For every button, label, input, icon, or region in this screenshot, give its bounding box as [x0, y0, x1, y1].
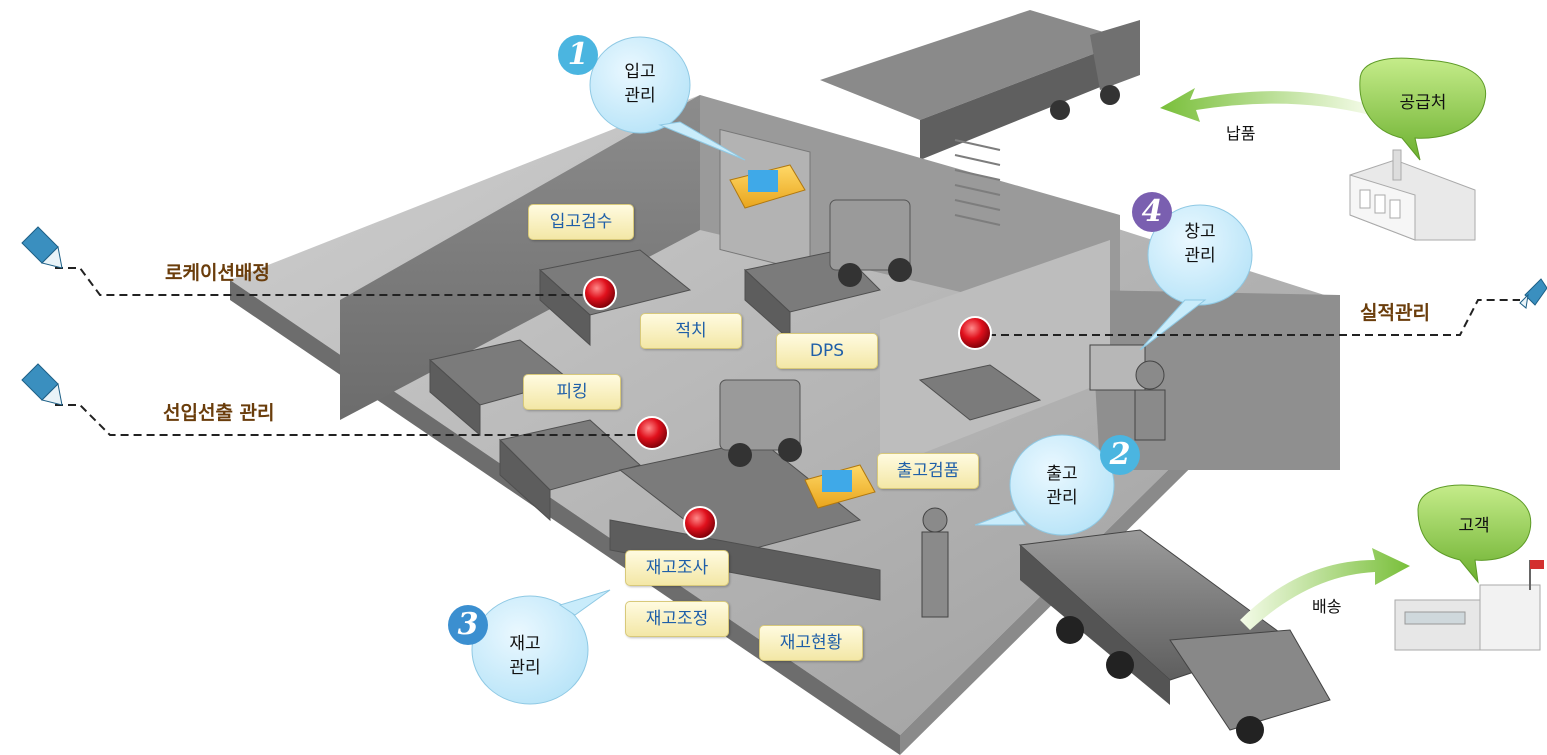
bubble-label-warehouse: 창고 관리 — [1175, 220, 1225, 268]
tag-outbound-inspection: 출고검품 — [877, 453, 979, 489]
outbound-truck — [1018, 529, 1331, 744]
pencil-icon — [21, 226, 1547, 406]
forklift — [719, 199, 912, 467]
customer-label: 고객 — [1458, 516, 1490, 536]
goods-stacks — [428, 249, 1042, 601]
bubble-line: 관리 — [509, 658, 541, 678]
tag-stock-status: 재고현황 — [759, 625, 863, 661]
customer-building-icon — [1394, 560, 1544, 651]
feature-location-assignment: 로케이션배정 — [165, 262, 270, 284]
speech-bubble-3 — [471, 589, 611, 705]
shipping-arrow — [1240, 548, 1410, 630]
tag-dps: DPS — [776, 333, 878, 369]
area-number-badge-1: 1 — [558, 35, 598, 75]
tag-stock-survey: 재고조사 — [625, 550, 729, 586]
bubble-line: 관리 — [1184, 246, 1216, 266]
marker-dots — [583, 276, 992, 540]
tag-putaway: 적치 — [640, 313, 742, 349]
bubble-label-inventory: 재고 관리 — [500, 632, 550, 680]
callout-lines — [55, 267, 1520, 436]
speech-bubble-4 — [1139, 204, 1253, 351]
bubble-line: 관리 — [624, 86, 656, 106]
area-number-badge-4: 4 — [1132, 192, 1172, 232]
bubble-line: 출고 — [1046, 464, 1078, 484]
workers — [921, 344, 1166, 618]
speech-bubble-2 — [974, 434, 1115, 536]
supplier-factory-icon — [1349, 149, 1476, 241]
flow-shipping: 배송 — [1312, 597, 1342, 616]
supplier-bubble — [1359, 57, 1487, 161]
box-icon — [729, 164, 876, 509]
supplier-label: 공급처 — [1399, 93, 1447, 113]
tag-stock-adjust: 재고조정 — [625, 601, 729, 637]
feature-performance: 실적관리 — [1360, 302, 1430, 324]
area-number-badge-2: 2 — [1100, 435, 1140, 475]
flow-delivery-in: 납품 — [1226, 124, 1256, 143]
bubble-line: 재고 — [509, 634, 541, 654]
tag-picking: 피킹 — [523, 374, 621, 410]
bubble-line: 입고 — [624, 62, 656, 82]
bubble-line: 관리 — [1046, 488, 1078, 508]
feature-fifo: 선입선출 관리 — [163, 402, 275, 424]
inbound-truck — [820, 10, 1140, 160]
delivery-in-arrow — [1160, 88, 1370, 122]
tag-inbound-inspection: 입고검수 — [528, 204, 634, 240]
bubble-label-outbound: 출고 관리 — [1037, 462, 1087, 510]
bubble-line: 창고 — [1184, 222, 1216, 242]
customer-bubble — [1417, 484, 1532, 584]
area-number-badge-3: 3 — [448, 605, 488, 645]
speech-bubble-1 — [589, 36, 746, 161]
bubble-label-inbound: 입고 관리 — [615, 60, 665, 108]
